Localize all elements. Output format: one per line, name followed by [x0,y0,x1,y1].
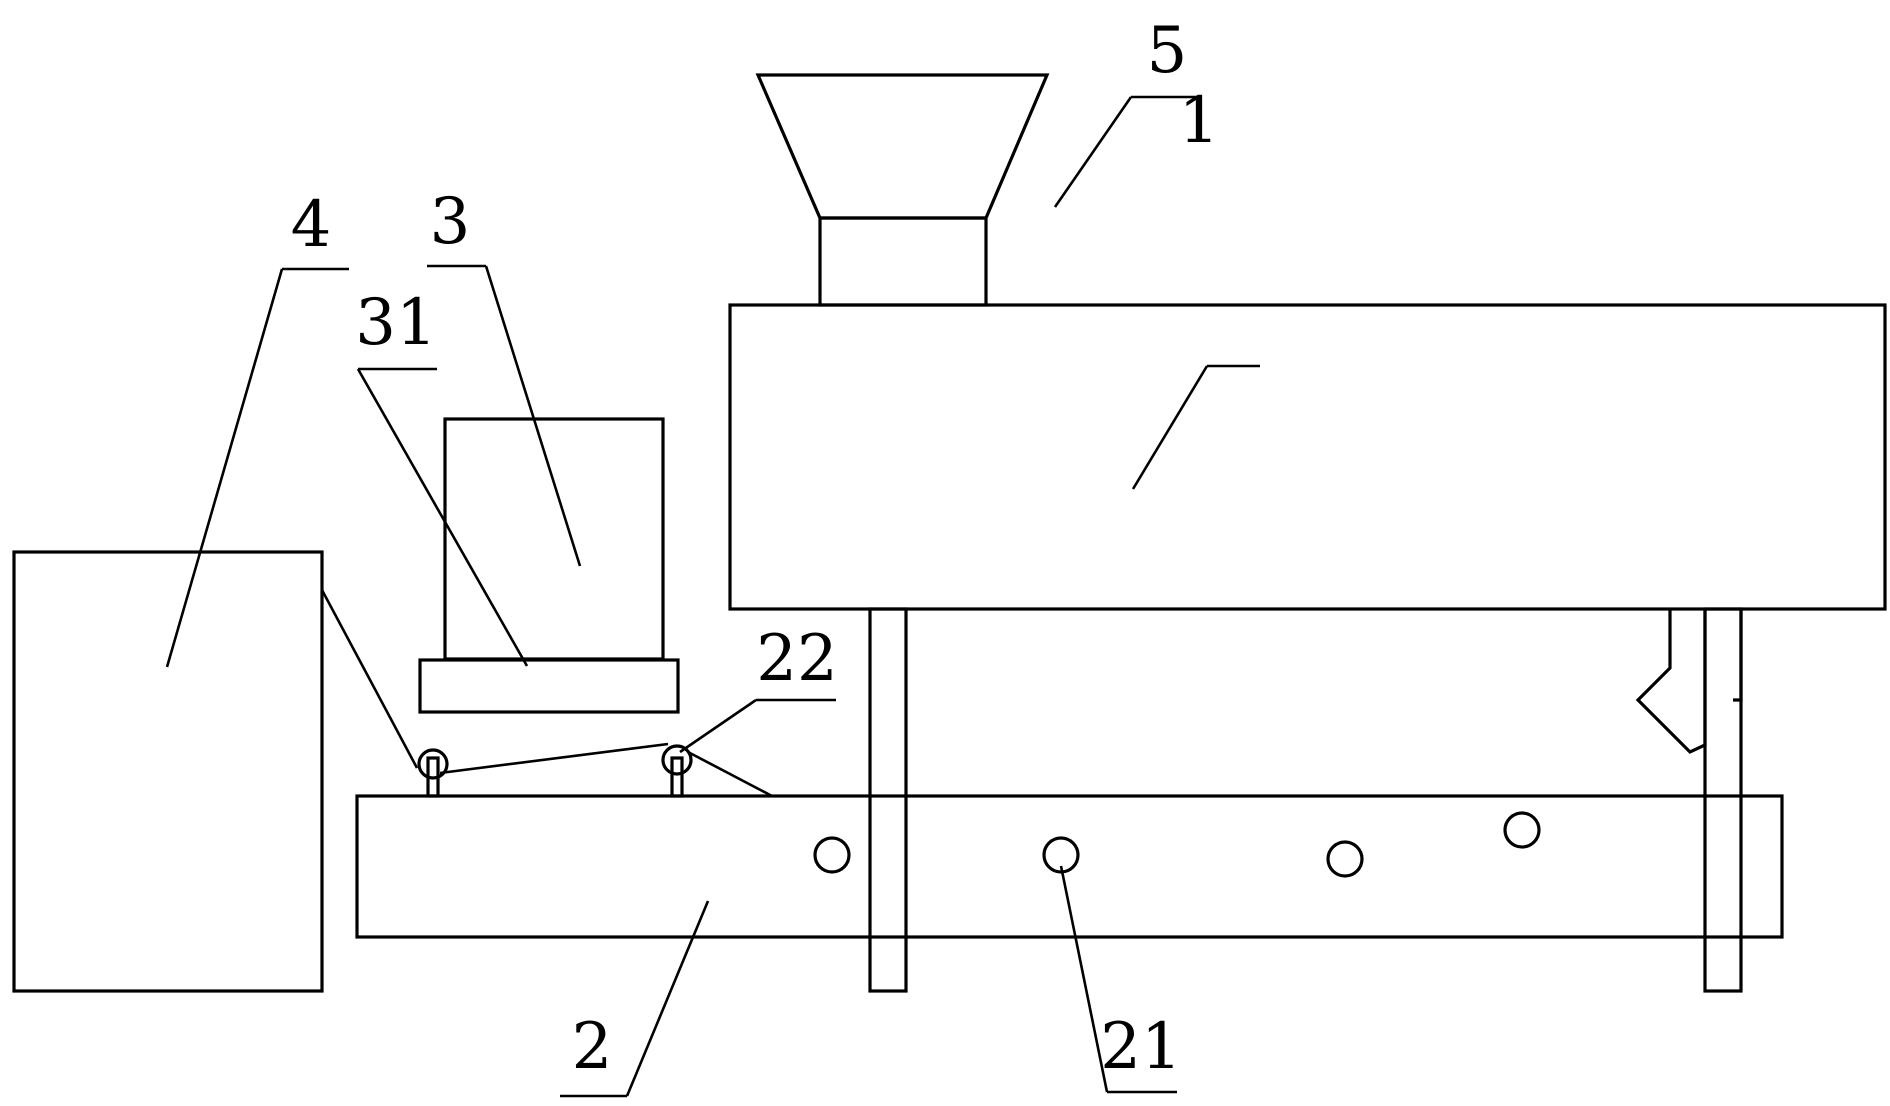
part-5-hopper-neck [818,216,988,307]
base-hole-3 [1326,840,1364,878]
part-2-base [355,794,1784,939]
pulley-post-right [670,756,684,798]
label-5: 5 [1147,14,1188,88]
belt-span [439,742,669,775]
label-22: 22 [756,622,837,696]
part-4-box [12,550,324,993]
label-21: 21 [1100,1010,1181,1084]
leg-rear [1703,607,1743,993]
belt-down [687,750,773,798]
label-2: 2 [572,1010,613,1084]
leader-21 [1059,865,1177,1094]
part-1-housing [728,303,1887,611]
pulley-right-icon [661,744,693,776]
cable-from-box4 [320,589,419,769]
base-hole-4 [1503,811,1541,849]
base-hole-1 [813,836,851,874]
leader-1 [1131,364,1260,490]
chute-bracket [1733,609,1743,702]
label-4: 4 [291,188,332,262]
part-3-body [443,417,665,661]
pulley-left-icon [417,748,449,780]
leader-4 [165,267,349,668]
discharge-chute [1635,609,1707,754]
part-5-hopper-funnel [755,73,1050,220]
leg-front [868,607,908,993]
leader-22 [679,698,836,754]
leader-5 [1053,95,1200,208]
label-1: 1 [1179,84,1220,158]
part-31-plate [418,658,680,714]
leader-3 [427,264,582,567]
leader-31 [356,367,529,667]
label-3: 3 [430,185,471,259]
label-31: 31 [355,286,436,360]
leader-2 [560,900,710,1098]
